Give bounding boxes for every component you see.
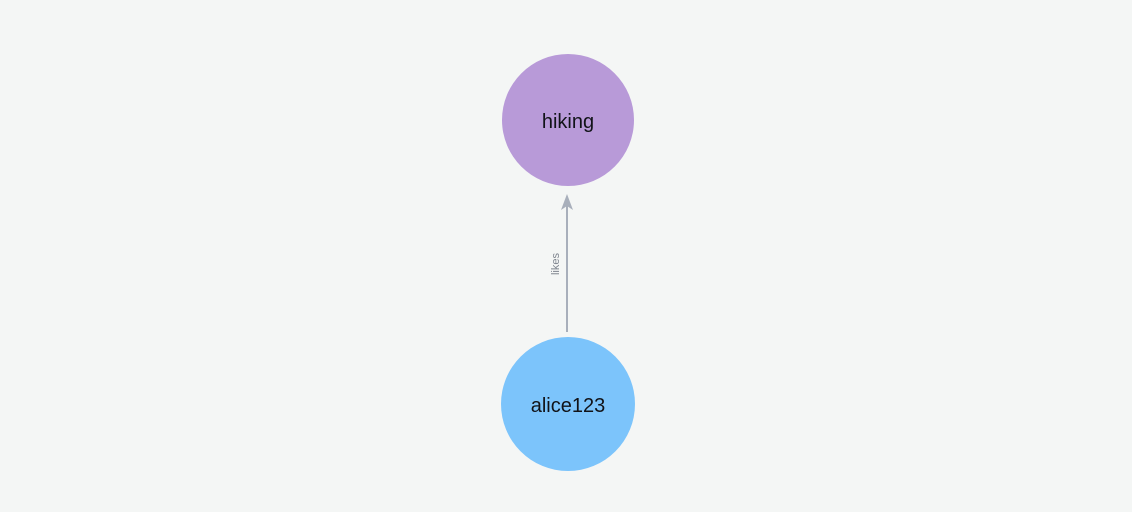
node-label-hiking: hiking [542, 111, 594, 133]
edge-arrowhead-likes [561, 194, 573, 210]
node-circle-hiking[interactable] [502, 54, 634, 186]
edge-label-likes: likes [550, 253, 562, 276]
node-hiking[interactable]: hiking [502, 54, 634, 186]
edge-likes[interactable]: likes [550, 194, 573, 332]
node-alice123[interactable]: alice123 [501, 337, 635, 471]
node-label-alice123: alice123 [531, 395, 606, 417]
node-circle-alice123[interactable] [501, 337, 635, 471]
